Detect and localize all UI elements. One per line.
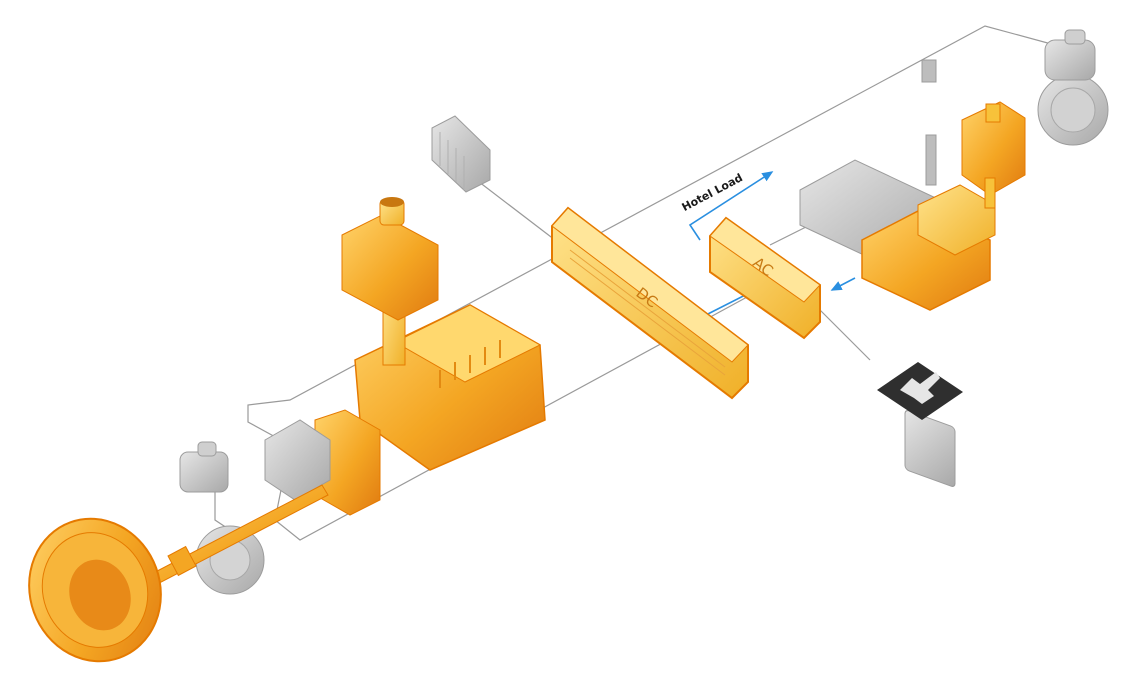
battery-rack [431,115,491,193]
flow-generator-to-ac [830,277,856,291]
tunnel-thruster-bow [179,441,265,595]
shaft-motor-generator [264,419,331,501]
propeller-shaft [139,484,329,591]
flow-hotel-load [688,171,774,241]
main-engine [341,197,546,471]
line-battery-to-dc [469,174,556,241]
shore-power-plug-icon [877,362,963,420]
ac-switchboard: AC [709,216,821,340]
tunnel-thruster-aft [1037,29,1109,146]
hotel-load-label: Hotel Load [680,171,745,214]
line-ac-to-shore [819,309,871,361]
generator-set-active [861,101,1026,311]
propeller-nozzle [28,517,162,663]
line-top-thruster [247,25,1056,446]
dc-switchboard: DC [551,206,749,400]
